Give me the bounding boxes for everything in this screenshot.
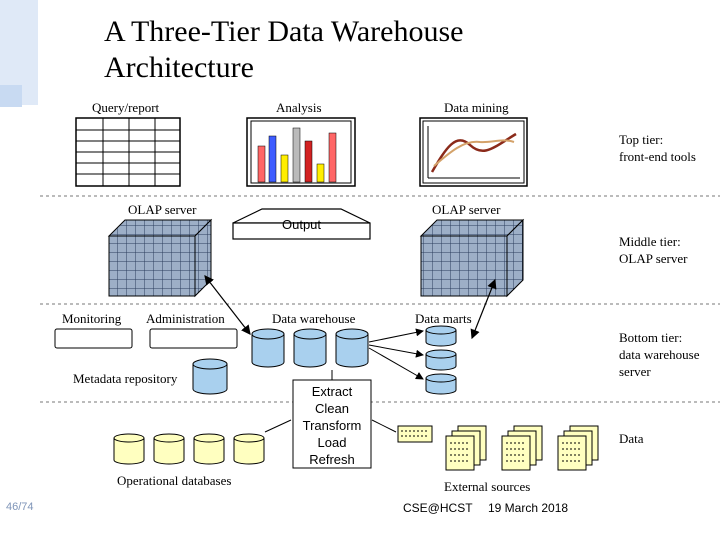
operational-db-2 — [153, 433, 185, 465]
bottom-tier-line-3: server — [619, 364, 651, 379]
arrow-to-mart-2 — [368, 344, 424, 358]
arrow-to-mart-3 — [368, 347, 424, 380]
etl-clean: Clean — [315, 401, 349, 416]
external-source-sheet — [397, 425, 433, 443]
footer-date: 19 March 2018 — [488, 501, 569, 515]
slide-accent-square — [0, 85, 22, 107]
etl-refresh: Refresh — [309, 452, 355, 467]
etl-steps: Extract Clean Transform Load Refresh — [293, 383, 371, 468]
slide-title: A Three-Tier Data Warehouse Architecture — [104, 14, 463, 86]
data-mart-cylinder-3 — [425, 373, 457, 395]
operational-db-1 — [113, 433, 145, 465]
olap-cube-left — [107, 218, 213, 298]
top-tier-label: Top tier: front-end tools — [619, 131, 696, 165]
monitoring-label: Monitoring — [62, 311, 122, 326]
footer-org: CSE@HCST — [403, 501, 473, 515]
title-line-1: A Three-Tier Data Warehouse — [104, 15, 464, 48]
middle-tier-line-1: Middle tier: — [619, 234, 681, 249]
middle-tier-line-2: OLAP server — [619, 251, 688, 266]
monitoring-box — [54, 328, 133, 349]
administration-box — [149, 328, 238, 349]
data-mining-plot-icon — [419, 117, 528, 187]
olap-cube-right — [419, 218, 525, 298]
operational-databases-label: Operational databases — [117, 473, 232, 488]
bottom-tier-line-2: data warehouse — [619, 347, 700, 362]
bottom-tier-label: Bottom tier: data warehouse server — [619, 329, 700, 380]
top-tier-line-1: Top tier: — [619, 132, 664, 147]
query-report-label: Query/report — [92, 100, 160, 115]
operational-db-3 — [193, 433, 225, 465]
data-mart-cylinder-2 — [425, 349, 457, 371]
external-sources-label: External sources — [444, 479, 531, 494]
data-mining-label: Data mining — [444, 100, 509, 115]
warehouse-cylinder-2 — [293, 328, 327, 368]
arrow-to-mart-1 — [368, 328, 424, 343]
etl-load: Load — [317, 435, 347, 450]
data-tier-label: Data — [619, 431, 644, 446]
warehouse-cylinder-1 — [251, 328, 285, 368]
data-mart-cylinder-1 — [425, 325, 457, 347]
arrow-ext-to-etl — [371, 419, 397, 433]
arrow-ops-to-etl — [264, 419, 292, 433]
middle-tier-label: Middle tier: OLAP server — [619, 233, 687, 267]
external-docs-stack-3 — [557, 425, 599, 471]
query-report-table-icon — [75, 117, 181, 187]
data-warehouse-label: Data warehouse — [272, 311, 356, 326]
output-box — [232, 222, 371, 240]
external-docs-stack-1 — [445, 425, 487, 471]
analysis-label: Analysis — [276, 100, 322, 115]
title-line-2: Architecture — [104, 51, 254, 84]
warehouse-cylinder-3 — [335, 328, 369, 368]
output-label: Output — [281, 217, 322, 232]
metadata-repository-label: Metadata repository — [73, 371, 178, 386]
etl-transform: Transform — [302, 418, 362, 433]
data-marts-label: Data marts — [415, 311, 472, 326]
operational-db-4 — [233, 433, 265, 465]
etl-extract: Extract — [311, 384, 353, 399]
top-tier-line-2: front-end tools — [619, 149, 696, 164]
olap-server-right-label: OLAP server — [432, 202, 501, 217]
administration-label: Administration — [146, 311, 225, 326]
arrow-warehouse-to-mart — [470, 278, 497, 340]
page-number: 46/74 — [6, 501, 34, 513]
metadata-cylinder — [192, 358, 228, 395]
arrow-olap-to-warehouse — [204, 275, 251, 335]
olap-server-left-label: OLAP server — [128, 202, 197, 217]
external-docs-stack-2 — [501, 425, 543, 471]
bottom-tier-line-1: Bottom tier: — [619, 330, 683, 345]
analysis-chart-icon — [246, 117, 356, 187]
